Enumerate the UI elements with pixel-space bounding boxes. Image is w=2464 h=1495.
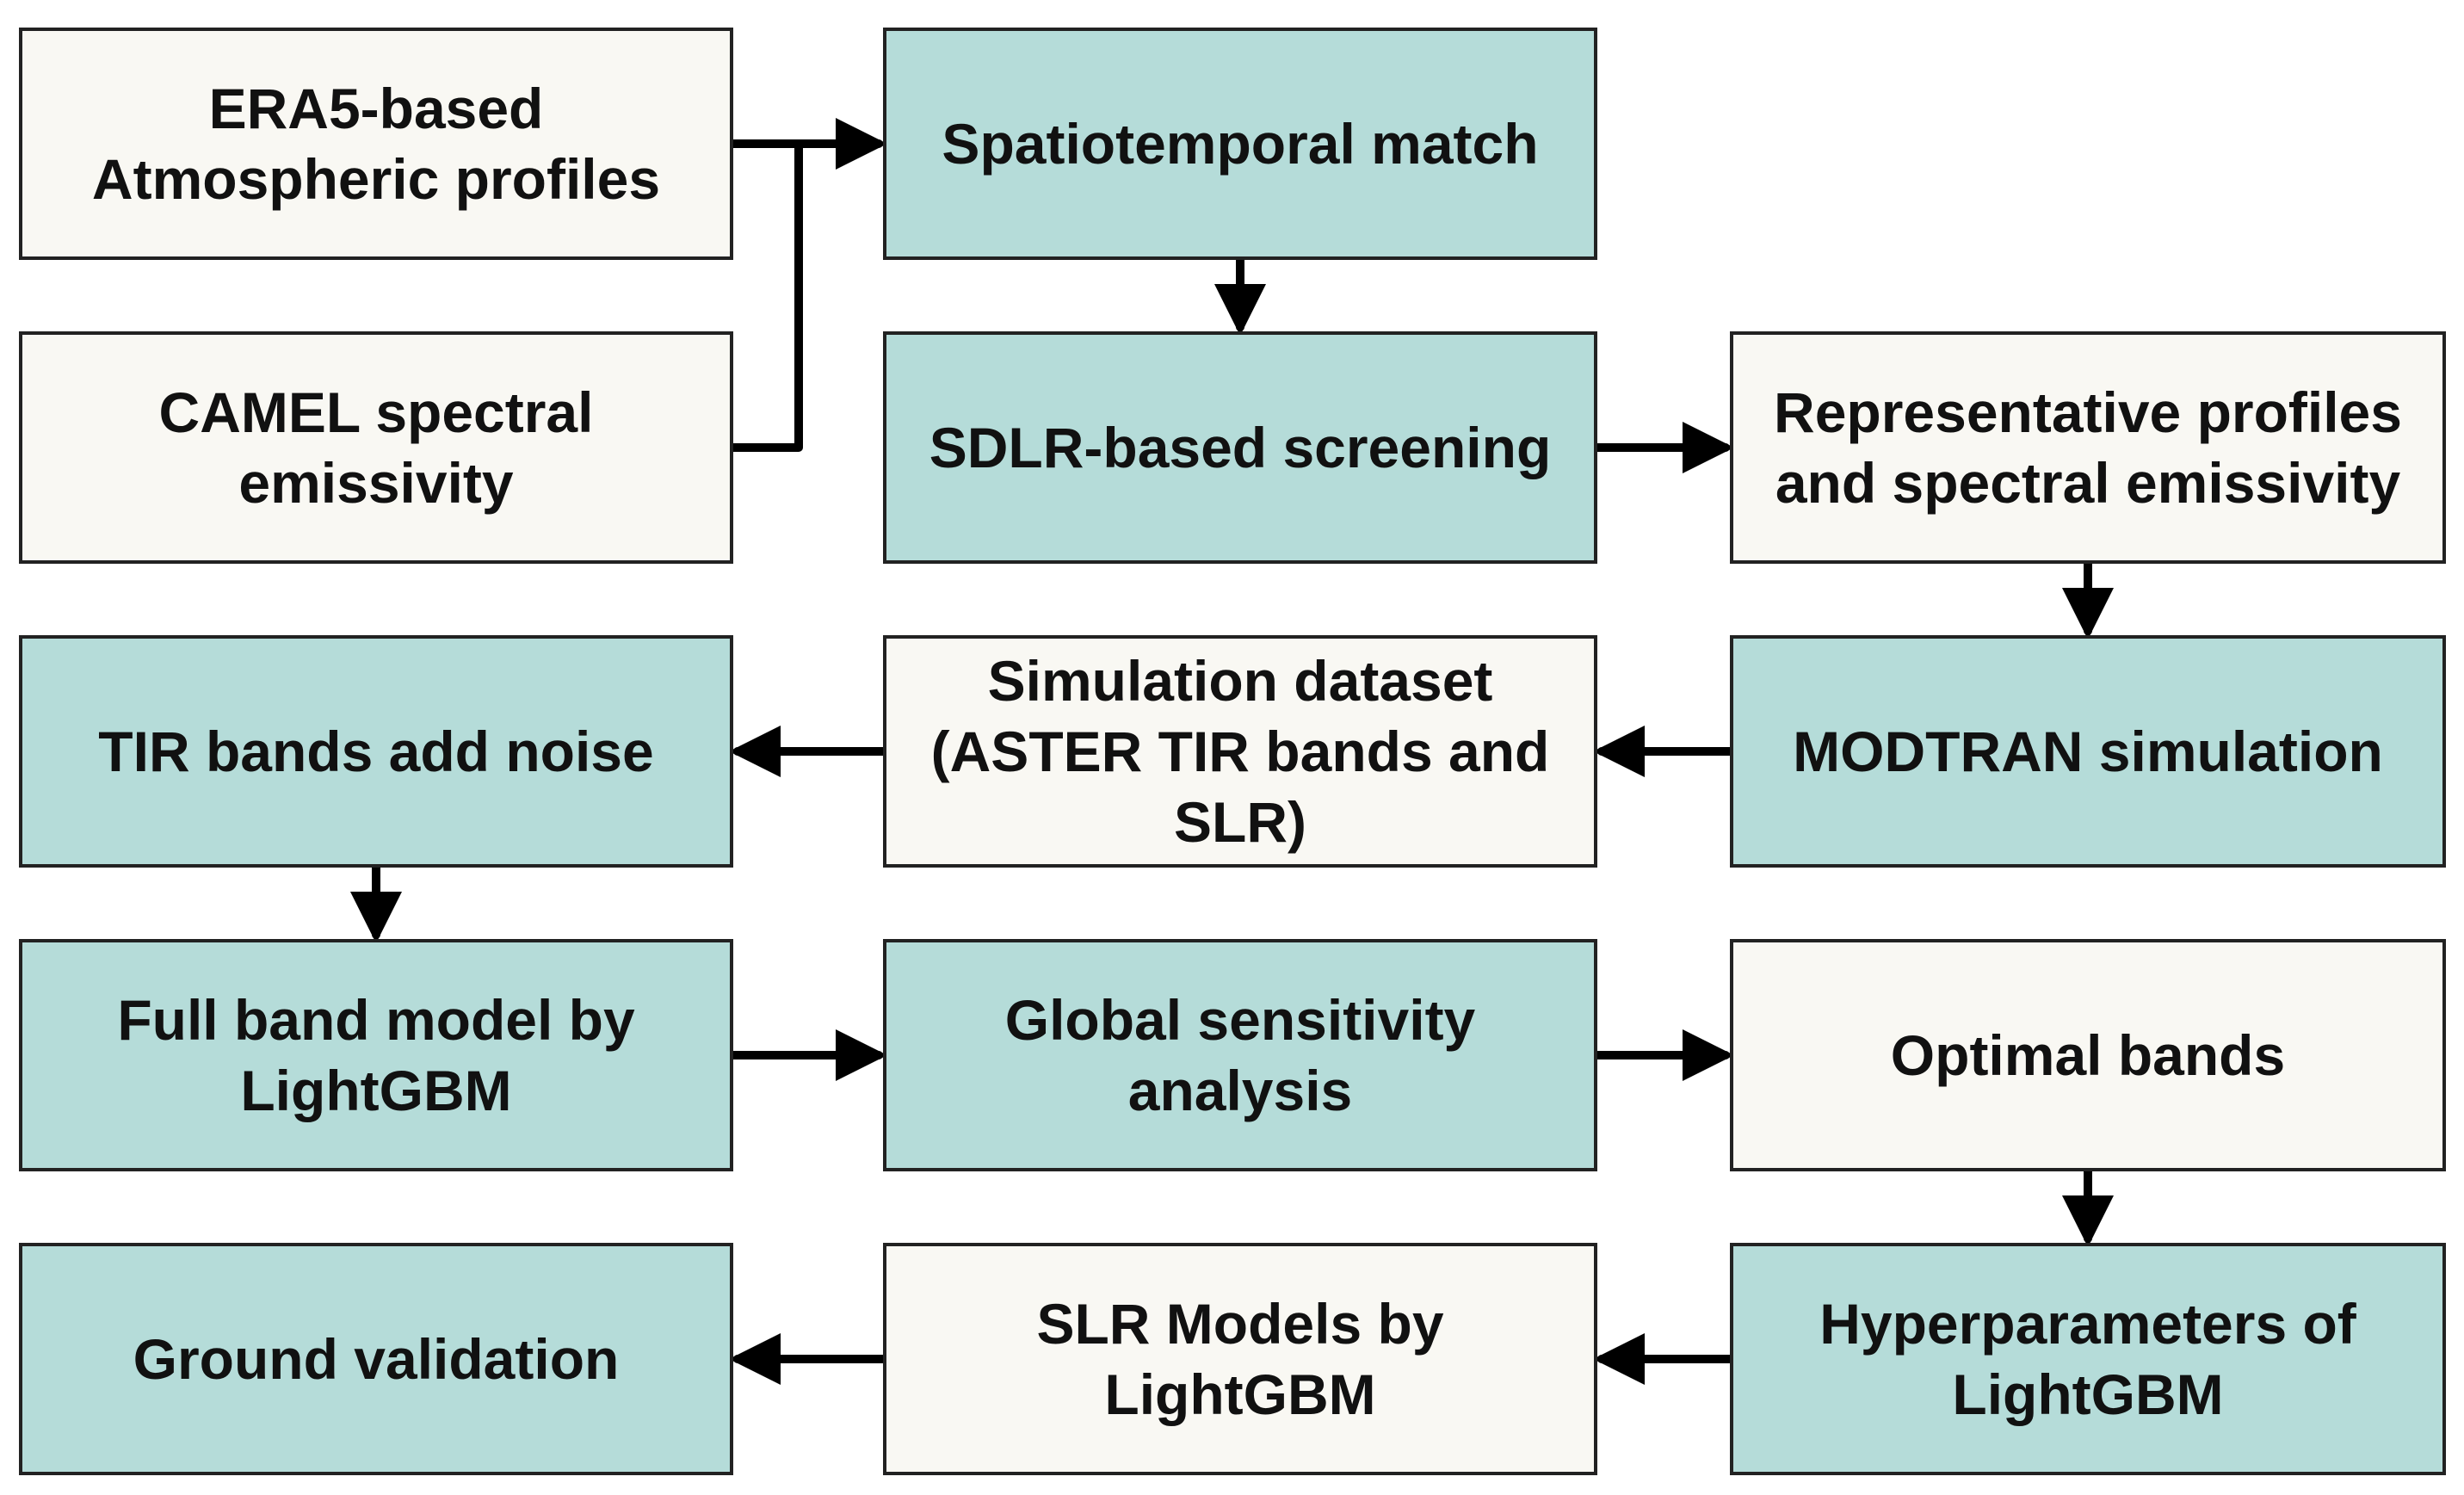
node-global-sensitivity-label: Global sensitivity analysis — [1004, 988, 1476, 1122]
node-ground-validation: Ground validation — [19, 1243, 733, 1475]
node-spatiotemporal-match-label: Spatiotemporal match — [942, 112, 1539, 176]
node-full-band-model: Full band model by LightGBM — [19, 939, 733, 1171]
node-hyperparameters: Hyperparameters of LightGBM — [1730, 1243, 2446, 1475]
connector-camel-merge — [729, 139, 803, 452]
node-sdlr-screening: SDLR-based screening — [883, 331, 1597, 564]
node-tir-bands-noise-label: TIR bands add noise — [98, 720, 654, 783]
node-slr-models-label: SLR Models by LightGBM — [1036, 1292, 1444, 1426]
node-representative-profiles-label: Representative profiles and spectral emi… — [1774, 380, 2402, 515]
node-modtran-simulation: MODTRAN simulation — [1730, 635, 2446, 868]
node-ground-validation-label: Ground validation — [133, 1327, 620, 1391]
node-simulation-dataset-label: Simulation dataset (ASTER TIR bands and … — [930, 649, 1550, 854]
node-slr-models: SLR Models by LightGBM — [883, 1243, 1597, 1475]
node-representative-profiles: Representative profiles and spectral emi… — [1730, 331, 2446, 564]
node-optimal-bands: Optimal bands — [1730, 939, 2446, 1171]
node-modtran-simulation-label: MODTRAN simulation — [1793, 720, 2383, 783]
node-era5-profiles-label: ERA5-based Atmospheric profiles — [91, 77, 661, 211]
node-full-band-model-label: Full band model by LightGBM — [117, 988, 635, 1122]
node-simulation-dataset: Simulation dataset (ASTER TIR bands and … — [883, 635, 1597, 868]
node-global-sensitivity: Global sensitivity analysis — [883, 939, 1597, 1171]
node-hyperparameters-label: Hyperparameters of LightGBM — [1819, 1292, 2356, 1426]
node-optimal-bands-label: Optimal bands — [1890, 1023, 2286, 1087]
node-camel-emissivity: CAMEL spectral emissivity — [19, 331, 733, 564]
node-sdlr-screening-label: SDLR-based screening — [929, 416, 1552, 479]
node-tir-bands-noise: TIR bands add noise — [19, 635, 733, 868]
node-spatiotemporal-match: Spatiotemporal match — [883, 28, 1597, 260]
node-camel-emissivity-label: CAMEL spectral emissivity — [158, 380, 594, 515]
node-era5-profiles: ERA5-based Atmospheric profiles — [19, 28, 733, 260]
